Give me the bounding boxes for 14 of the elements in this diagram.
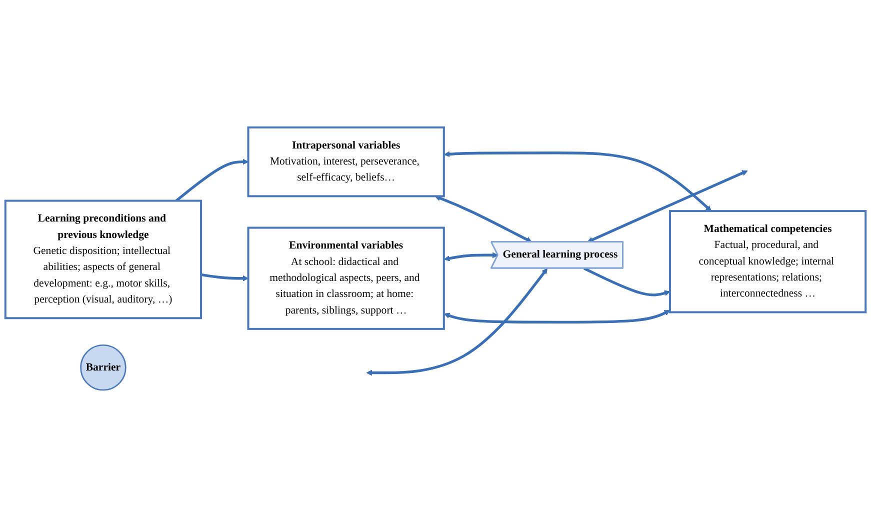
arrow (444, 152, 712, 212)
arrow (200, 274, 249, 282)
node-box: Intrapersonal variables Motivation, interest, perseverance, self-efficacy, beliefs… (247, 126, 445, 198)
arrow (434, 196, 532, 243)
arrow (444, 252, 498, 262)
arrow (584, 267, 670, 297)
arrow (587, 170, 748, 243)
arrow (444, 310, 670, 324)
node-circle: Barrier (80, 344, 126, 391)
node-box: Mathematical competencies Factual, procedural, and conceptual knowledge; internal representations; relations; interconnectedness … (668, 210, 867, 314)
arrow (366, 268, 548, 376)
node-box: Environmental variables At school: didactical and methodological aspects, peers, and situation in classroom; at home: parents, siblings, support … (247, 227, 445, 330)
arrow (175, 159, 249, 202)
node-box: Learning preconditions and previous knowledge Genetic disposition; intellectual abilities; aspects of general development: e.g., motor skills, perception (visual, auditory, …) (4, 200, 202, 320)
